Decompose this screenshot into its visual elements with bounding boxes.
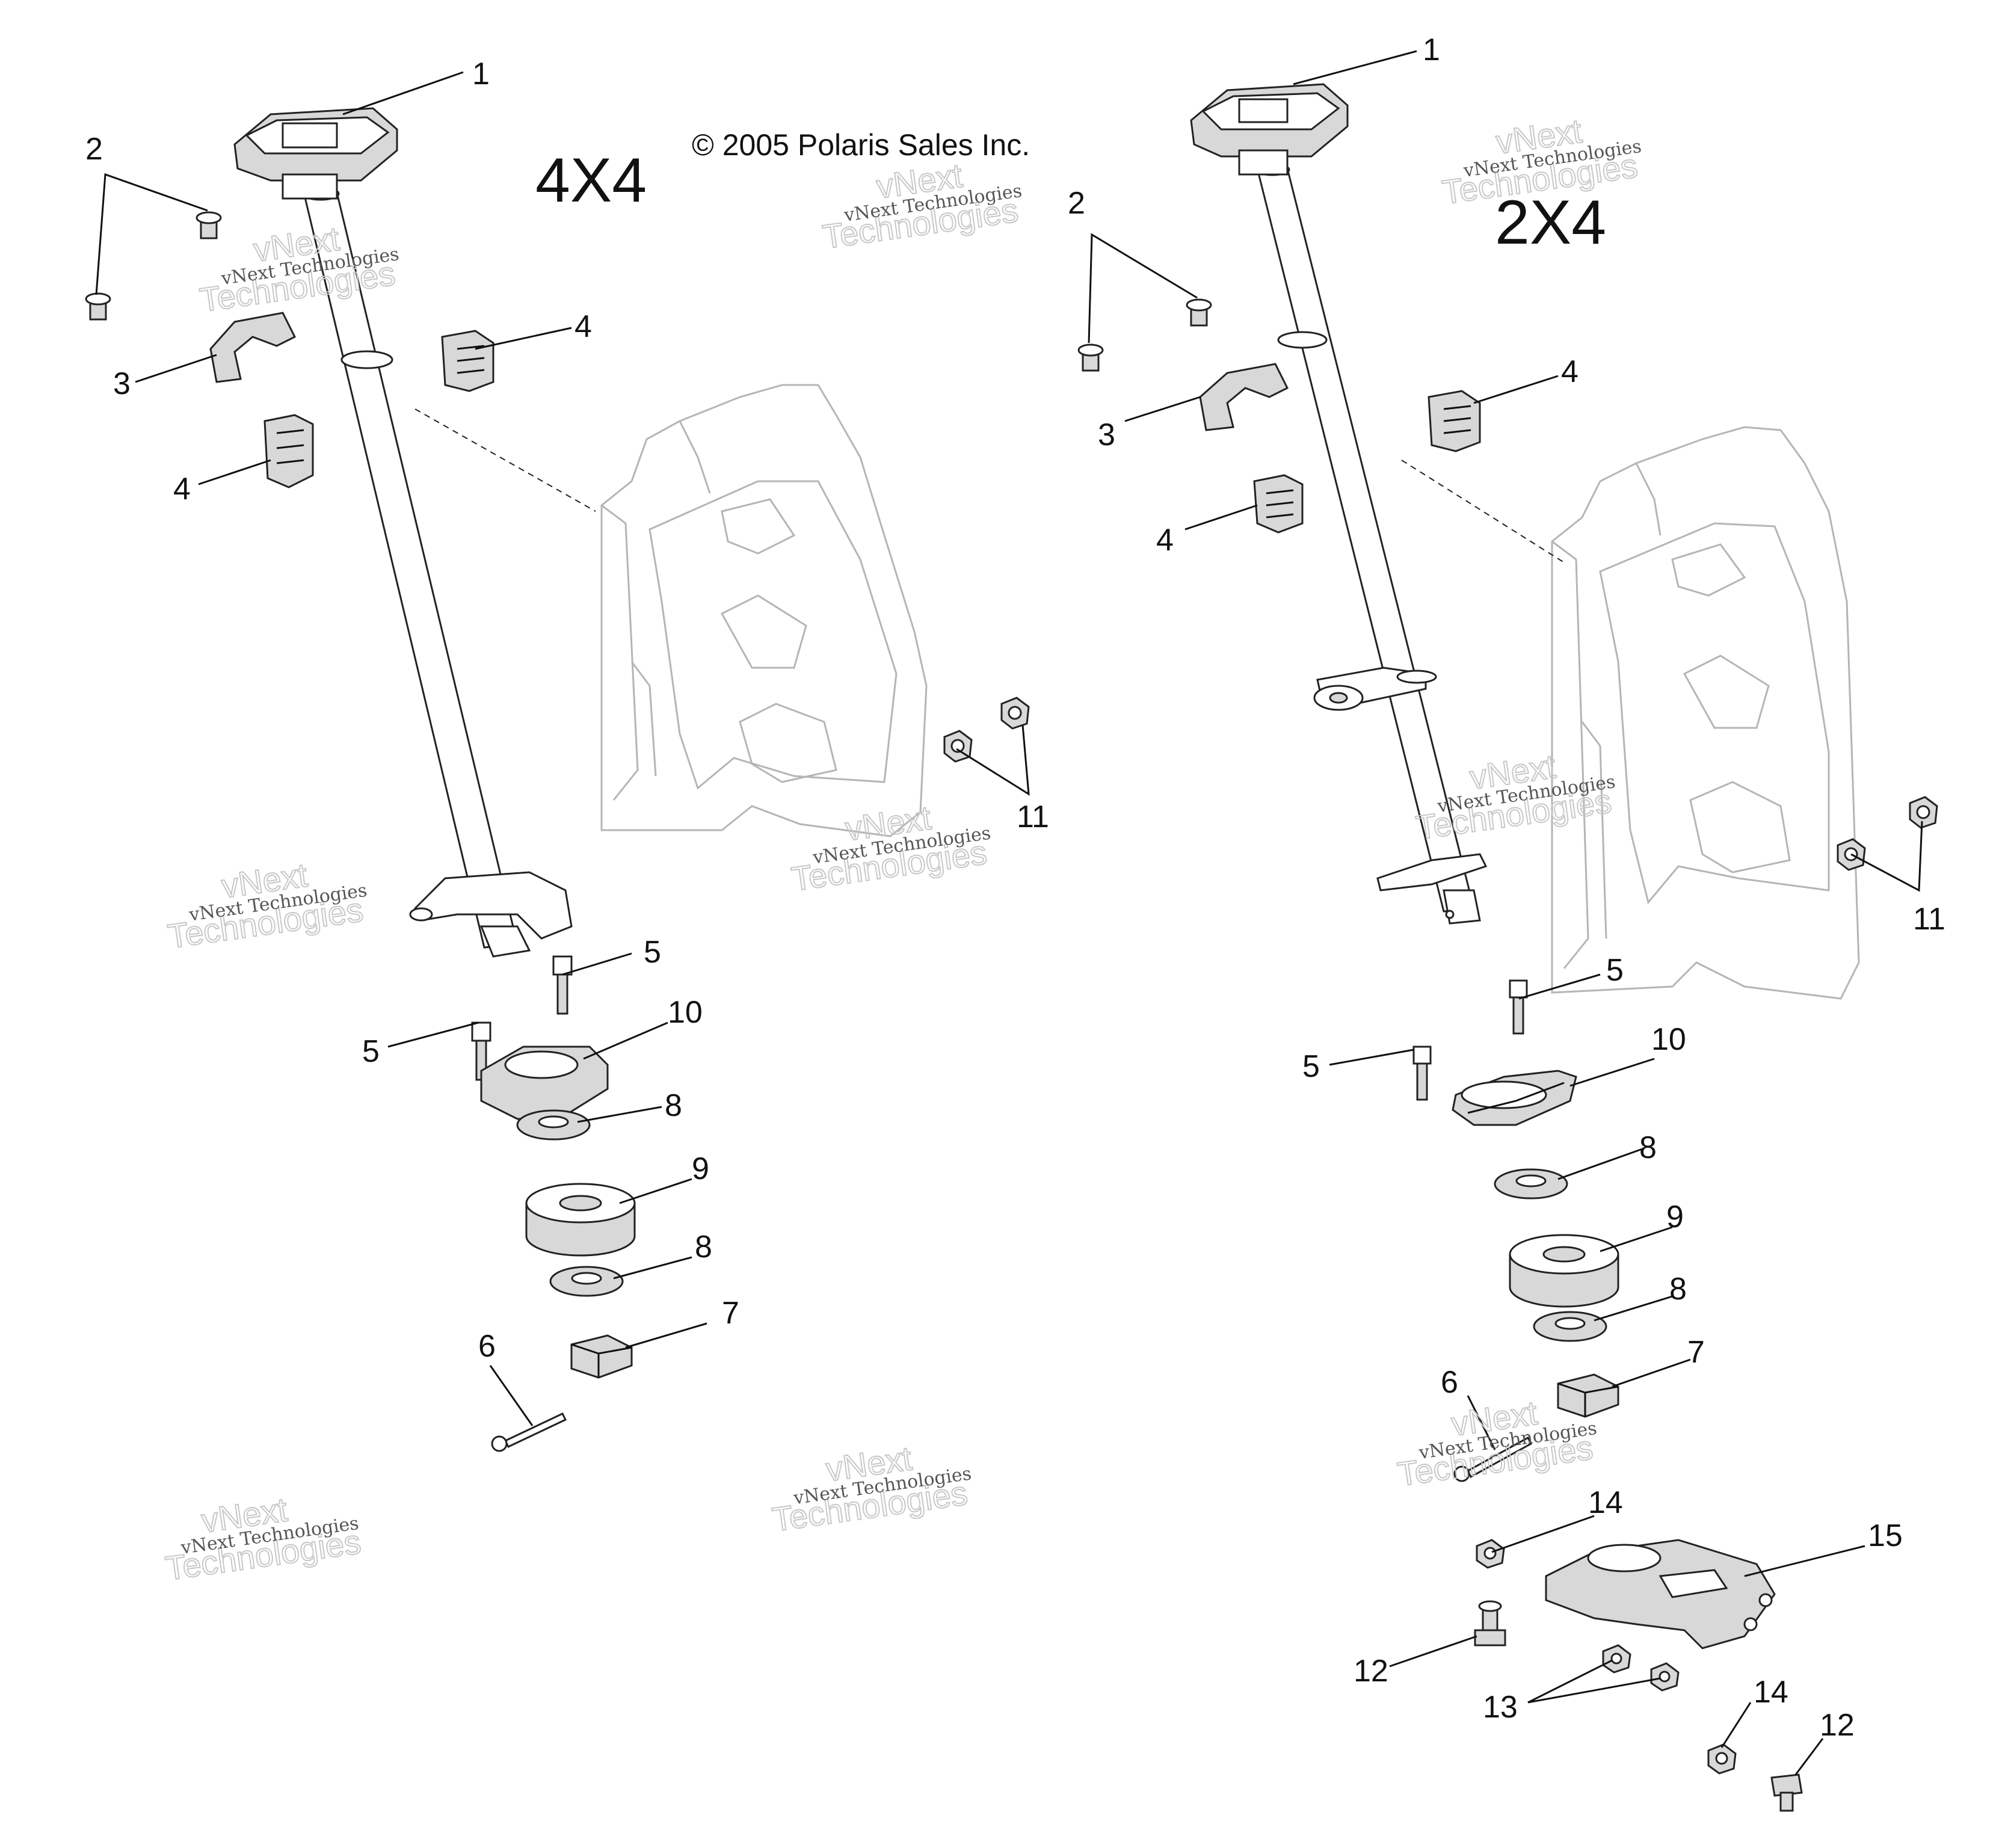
callout-right-5a: 5 <box>1606 953 1624 988</box>
nut-11-right <box>1837 796 1938 871</box>
callout-right-9: 9 <box>1666 1200 1684 1234</box>
bolt-2-right-b <box>1077 343 1104 372</box>
washer-8-left-a <box>516 1109 591 1141</box>
bushing-4-right-a <box>1428 390 1481 452</box>
leaders-left <box>95 71 1030 1426</box>
callout-right-15: 15 <box>1868 1518 1903 1553</box>
callout-left-2: 2 <box>85 132 103 167</box>
steering-post-right <box>1190 83 1488 925</box>
leader-column-frame-right <box>1401 460 1565 563</box>
callout-right-4a: 4 <box>1561 354 1578 389</box>
clamp-3-left <box>209 312 297 383</box>
callout-left-6: 6 <box>478 1329 496 1364</box>
washer-8-right-a <box>1494 1168 1568 1200</box>
callout-left-3: 3 <box>113 366 131 401</box>
callout-right-6: 6 <box>1441 1365 1458 1400</box>
callout-right-1: 1 <box>1423 32 1440 67</box>
callout-left-5a: 5 <box>644 935 661 970</box>
bolt-2-left-a <box>196 211 222 239</box>
watermarks: vNext Technologies vNext Technologies vN… <box>162 111 1643 1588</box>
callout-right-12b: 12 <box>1820 1708 1855 1743</box>
callout-right-8b: 8 <box>1669 1272 1687 1307</box>
callout-right-5b: 5 <box>1302 1049 1320 1084</box>
callout-right-11: 11 <box>1913 902 1945 937</box>
washer-8-left-b <box>549 1266 624 1297</box>
callout-left-8b: 8 <box>695 1230 712 1264</box>
callout-right-4b: 4 <box>1156 523 1174 558</box>
view-label-4x4: 4X4 <box>535 146 647 215</box>
callout-left-5b: 5 <box>362 1034 380 1069</box>
copyright-text: © 2005 Polaris Sales Inc. <box>692 128 1030 162</box>
assembly-2x4: 1 2 3 4 4 11 5 5 10 8 9 8 7 6 14 15 12 1… <box>1068 32 1945 1812</box>
callout-right-13: 13 <box>1483 1690 1518 1725</box>
callout-right-14b: 14 <box>1754 1675 1788 1710</box>
assembly-4x4: 1 2 3 4 4 11 5 5 10 8 9 8 7 6 4X4 <box>85 57 1049 1452</box>
callout-left-10: 10 <box>668 995 703 1030</box>
callout-right-8a: 8 <box>1639 1130 1657 1165</box>
bushing-4-left-a <box>441 330 494 392</box>
callout-left-4a: 4 <box>574 309 592 344</box>
bolt-12-right-b <box>1770 1773 1803 1812</box>
callout-left-1: 1 <box>472 57 490 91</box>
nut-11-left <box>943 697 1030 763</box>
bearing-plate-10-left <box>480 1046 609 1120</box>
callout-right-12a: 12 <box>1354 1654 1388 1689</box>
cotter-pin-6-right <box>1453 1436 1532 1482</box>
frame-outline-left <box>600 384 928 837</box>
callout-left-7: 7 <box>722 1296 739 1331</box>
callout-left-9: 9 <box>692 1151 709 1186</box>
nut-7-left <box>570 1334 633 1379</box>
leaders-right <box>1088 50 1923 1775</box>
bolt-5-right <box>1412 979 1528 1101</box>
clamp-3-right <box>1199 363 1289 431</box>
callout-labels-left: 1 2 3 4 4 11 5 5 10 8 9 8 7 6 <box>85 57 1049 1364</box>
frame-outline-right <box>1551 426 1860 1000</box>
leader-column-frame-left <box>414 408 596 512</box>
bolt-2-left-b <box>85 292 111 321</box>
callout-left-11: 11 <box>1017 799 1049 834</box>
steering-post-left <box>233 107 573 958</box>
spacer-9-left <box>525 1183 636 1257</box>
bearing-plate-10-right <box>1452 1070 1577 1126</box>
callout-right-3: 3 <box>1098 417 1115 452</box>
callout-left-8a: 8 <box>665 1088 682 1123</box>
nut-14-right-a <box>1476 1539 1505 1569</box>
callout-labels-right: 1 2 3 4 4 11 5 5 10 8 9 8 7 6 14 15 12 1… <box>1068 32 1945 1743</box>
bolt-12-right-a <box>1474 1600 1506 1646</box>
view-label-2x4: 2X4 <box>1495 188 1606 257</box>
nut-7-right <box>1557 1373 1619 1418</box>
callout-left-4b: 4 <box>173 472 191 507</box>
bolt-2-right-a <box>1186 298 1212 327</box>
callout-right-7: 7 <box>1687 1335 1705 1370</box>
callout-right-10: 10 <box>1651 1022 1686 1057</box>
cotter-pin-6-left <box>491 1412 567 1452</box>
nut-14-right-b <box>1707 1743 1737 1775</box>
callout-right-14a: 14 <box>1588 1485 1623 1520</box>
bushing-4-right-b <box>1253 474 1304 534</box>
washer-13-right <box>1602 1644 1680 1692</box>
washer-8-right-b <box>1533 1311 1607 1342</box>
spacer-9-right <box>1509 1234 1619 1308</box>
bushing-4-left-b <box>263 414 314 488</box>
bracket-15-right <box>1545 1539 1776 1649</box>
callout-right-2: 2 <box>1068 186 1085 221</box>
